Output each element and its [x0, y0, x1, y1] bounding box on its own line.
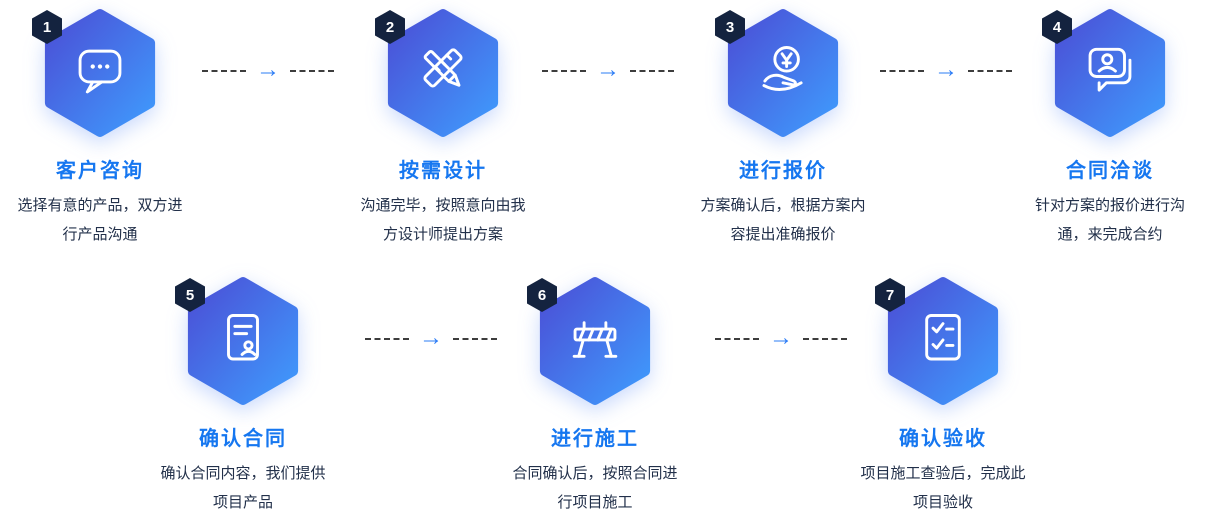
step-hexagon: 4 — [1042, 8, 1168, 138]
step-number-badge: 1 — [32, 10, 62, 44]
arrow-right-icon: → — [419, 323, 443, 351]
step-1-customer-consult: 1 客户咨询 选择有意的产品，双方进 行产品沟通 — [0, 8, 205, 250]
flow-connector: → — [365, 323, 497, 352]
step-description-line2: 行产品沟通 — [62, 226, 138, 244]
checklist-document-icon — [914, 308, 972, 371]
step-description-line2: 项目验收 — [912, 494, 973, 511]
step-description-line2: 行项目施工 — [557, 494, 633, 511]
step-description-line2: 项目产品 — [212, 494, 273, 511]
step-title: 确认验收 — [899, 428, 987, 450]
step-3-quotation: 3 进行报价 方案确认后，根据方案内 容提出准确报价 — [678, 8, 888, 250]
hexagon-shape — [187, 277, 299, 405]
step-description-line1: 项目施工查验后，完成此 — [860, 465, 1026, 482]
step-number: 4 — [1052, 18, 1062, 36]
step-description-line1: 确认合同内容，我们提供 — [160, 465, 326, 482]
person-bubble-icon — [1081, 40, 1139, 103]
dashed-line — [542, 70, 586, 72]
step-hexagon: 7 — [875, 276, 1001, 406]
step-description: 选择有意的产品，双方进 行产品沟通 — [0, 191, 205, 250]
chat-bubble-icon — [71, 40, 129, 103]
hexagon-shape — [1054, 9, 1166, 137]
step-title: 客户咨询 — [56, 160, 144, 182]
step-5-confirm-contract: 5 确认合同 确认合同内容，我们提供 项目产品 — [138, 276, 348, 511]
dashed-line — [803, 338, 847, 340]
dashed-line — [453, 338, 497, 340]
step-hexagon: 6 — [527, 276, 653, 406]
flow-connector: → — [202, 55, 334, 84]
arrow-right-icon: → — [769, 323, 793, 351]
dashed-line — [630, 70, 674, 72]
arrow-right-icon: → — [934, 55, 958, 83]
step-4-negotiation: 4 合同洽谈 针对方案的报价进行沟 通，来完成合约 — [1005, 8, 1210, 250]
hexagon-shape — [727, 9, 839, 137]
step-7-acceptance: 7 确认验收 项目施工查验后，完成此 项目验收 — [838, 276, 1048, 511]
step-number: 6 — [537, 286, 547, 304]
arrow-right-icon: → — [256, 55, 280, 83]
step-title: 按需设计 — [399, 160, 487, 182]
flow-connector: → — [880, 55, 1012, 84]
dashed-line — [290, 70, 334, 72]
step-number-badge: 4 — [1042, 10, 1072, 44]
flow-connector: → — [715, 323, 847, 352]
step-description-line1: 选择有意的产品，双方进 — [17, 197, 183, 214]
step-description: 方案确认后，根据方案内 容提出准确报价 — [678, 191, 888, 250]
step-number-badge: 3 — [715, 10, 745, 44]
construction-barrier-icon — [566, 308, 624, 371]
step-description-line1: 合同确认后，按照合同进 — [512, 465, 678, 482]
step-description-line2: 通，来完成合约 — [1057, 226, 1163, 244]
step-hexagon: 2 — [375, 8, 501, 138]
step-description-line2: 容提出准确报价 — [730, 226, 836, 244]
step-title: 进行报价 — [739, 160, 827, 182]
hexagon-shape — [387, 9, 499, 137]
step-description-line1: 针对方案的报价进行沟 — [1034, 197, 1185, 214]
step-hexagon: 1 — [32, 8, 158, 138]
step-number: 3 — [725, 18, 735, 36]
step-description: 项目施工查验后，完成此 项目验收 — [838, 459, 1048, 511]
step-description-line1: 沟通完毕，按照意向由我 — [360, 197, 526, 214]
dashed-line — [715, 338, 759, 340]
dashed-line — [880, 70, 924, 72]
step-number: 2 — [385, 18, 395, 36]
step-title: 确认合同 — [199, 428, 287, 450]
step-6-construction: 6 进行施工 合同确认后，按照合同进 行项 — [490, 276, 700, 511]
pencil-ruler-icon — [414, 40, 472, 103]
step-description: 确认合同内容，我们提供 项目产品 — [138, 459, 348, 511]
step-description: 沟通完毕，按照意向由我 方设计师提出方案 — [338, 191, 548, 250]
step-description-line2: 方设计师提出方案 — [382, 226, 503, 244]
dashed-line — [365, 338, 409, 340]
step-number-badge: 2 — [375, 10, 405, 44]
step-hexagon: 5 — [175, 276, 301, 406]
step-number: 7 — [885, 286, 895, 304]
step-description: 合同确认后，按照合同进 行项目施工 — [490, 459, 700, 511]
step-description: 针对方案的报价进行沟 通，来完成合约 — [1005, 191, 1210, 250]
contract-document-icon — [214, 308, 272, 371]
yuan-coin-hand-icon — [754, 40, 812, 103]
step-hexagon: 3 — [715, 8, 841, 138]
arrow-right-icon: → — [596, 55, 620, 83]
flow-connector: → — [542, 55, 674, 84]
step-number: 5 — [185, 286, 195, 304]
step-number: 1 — [42, 18, 52, 36]
dashed-line — [202, 70, 246, 72]
step-title: 合同洽谈 — [1066, 160, 1154, 182]
hexagon-shape — [44, 9, 156, 137]
step-description-line1: 方案确认后，根据方案内 — [700, 197, 866, 214]
dashed-line — [968, 70, 1012, 72]
step-title: 进行施工 — [551, 428, 639, 450]
step-2-design: 2 按需设计 沟通完毕，按照意向由我 方 — [338, 8, 548, 250]
